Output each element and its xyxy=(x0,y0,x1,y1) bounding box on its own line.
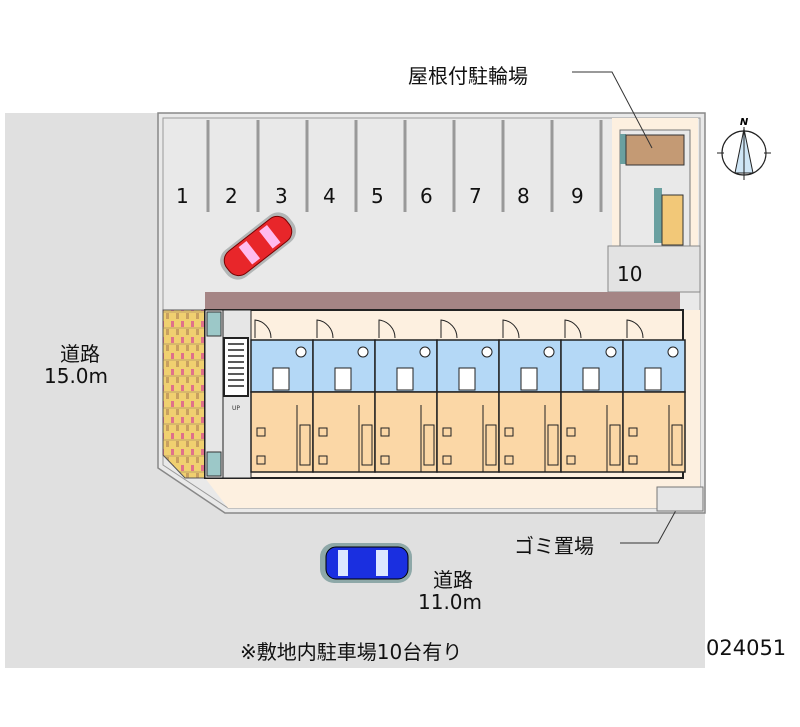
apartment-unit xyxy=(436,319,500,473)
bicycle-rack xyxy=(661,194,684,246)
parking-space-number: 7 xyxy=(469,184,482,208)
bottom-road-name: 道路 xyxy=(433,568,473,592)
parking-space-number: 5 xyxy=(371,184,384,208)
bicycle-shelter-roof xyxy=(625,134,685,166)
apartment-unit xyxy=(250,319,314,473)
apartment-unit xyxy=(312,319,376,473)
compass-icon: N xyxy=(717,117,771,180)
stairs xyxy=(223,337,249,397)
parking-space-number: 10 xyxy=(617,262,643,286)
compass-north-label: N xyxy=(740,117,749,128)
parking-stall-lines xyxy=(206,120,603,212)
red-car xyxy=(220,212,296,280)
parking-note: ※敷地内駐車場10台有り xyxy=(240,640,463,664)
bicycle-shelter-label: 屋根付駐輪場 xyxy=(408,64,528,88)
brick-paving xyxy=(162,309,206,479)
parking-space-number: 6 xyxy=(420,184,433,208)
parking-space-number: 2 xyxy=(225,184,238,208)
property-code: 024051 xyxy=(706,636,787,660)
garbage-label: ゴミ置場 xyxy=(514,534,594,558)
apartment-unit xyxy=(560,319,624,473)
apartment-unit xyxy=(374,319,438,473)
parking-space-number: 8 xyxy=(517,184,530,208)
garbage-leader-line xyxy=(620,502,681,544)
parking-space-number: 3 xyxy=(275,184,288,208)
left-road-width: 15.0m xyxy=(44,364,109,388)
parking-space-number: 9 xyxy=(571,184,584,208)
building-roof-edge xyxy=(205,292,680,310)
apartment-unit xyxy=(498,319,562,473)
garbage-area xyxy=(656,486,704,512)
bike-shelter-leader-line xyxy=(572,71,653,149)
parking-space-10 xyxy=(607,245,701,293)
stairs-up-label: UP xyxy=(232,405,240,412)
left-road-name: 道路 xyxy=(60,342,100,366)
blue-car xyxy=(320,543,412,583)
apartment-unit xyxy=(622,319,686,473)
bottom-road-width: 11.0m xyxy=(418,590,483,614)
parking-space-number: 1 xyxy=(176,184,189,208)
parking-space-number: 4 xyxy=(323,184,336,208)
